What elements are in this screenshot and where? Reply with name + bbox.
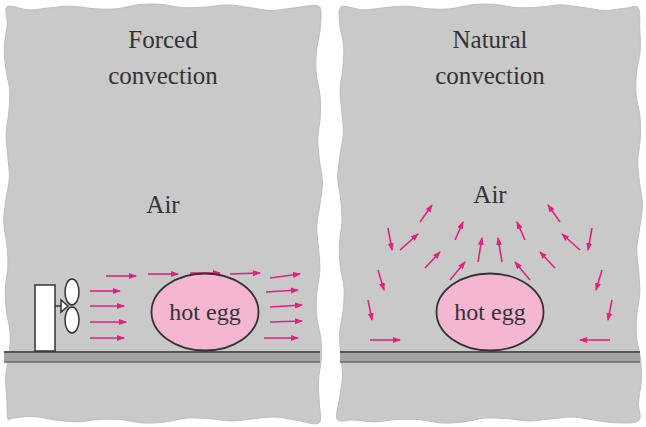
medium-label: Air — [338, 180, 642, 210]
egg-shape: hot egg — [435, 272, 545, 352]
panel-title: Natural convection — [415, 22, 565, 94]
convection-panel: Natural convectionAir hot egg — [338, 4, 642, 423]
panel-background — [4, 4, 323, 424]
convection-panel: Forced convectionAir hot egg — [4, 4, 322, 423]
egg-outline — [437, 274, 544, 351]
object-label: hot egg — [454, 298, 525, 326]
object-label: hot egg — [169, 298, 240, 326]
panel-title: Forced convection — [88, 22, 238, 94]
egg-outline — [152, 274, 259, 351]
medium-label: Air — [4, 190, 322, 220]
panel-background — [337, 4, 643, 423]
egg-shape: hot egg — [150, 272, 260, 352]
